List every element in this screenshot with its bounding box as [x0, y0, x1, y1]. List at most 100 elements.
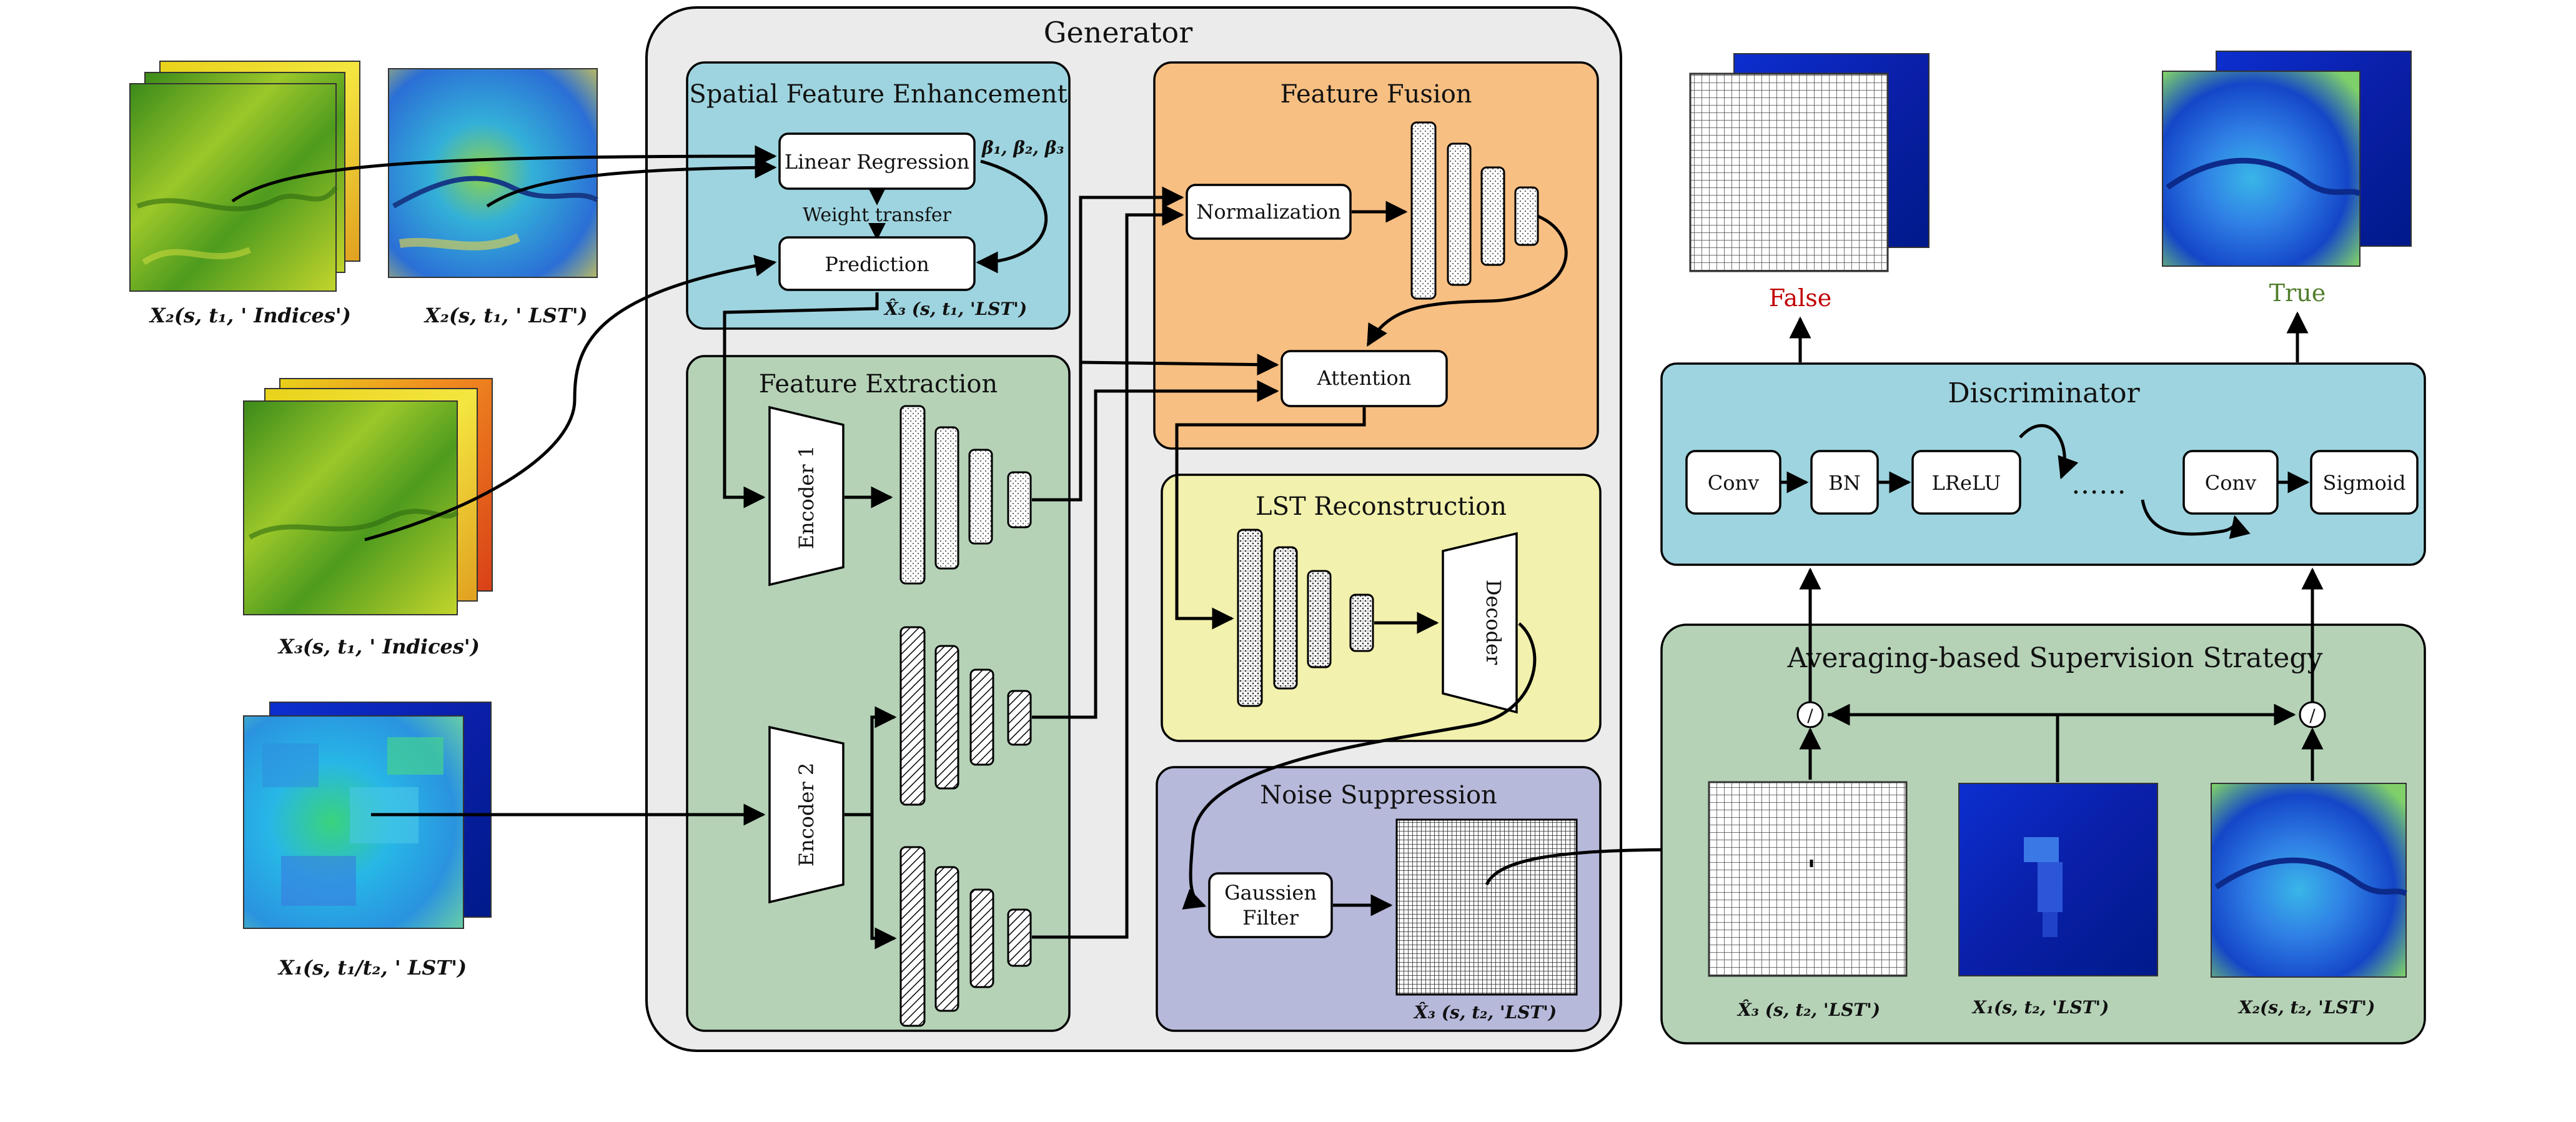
gaussian-filter-box: [1208, 872, 1333, 938]
disc-conv-2-label: Conv: [2205, 471, 2256, 495]
feature-extraction-panel: Feature Extraction Encoder 1 Encoder 2: [686, 355, 1071, 1032]
regression-to-prediction-arrow: [976, 159, 1048, 274]
encoder-1-to-attention-arrow: [1080, 354, 1279, 376]
noise-output-label: X̂₃ (s, t₂, 'LST'): [1413, 1002, 1557, 1023]
right-divide-operator: [2299, 701, 2326, 728]
reconstruction-block-4: [1349, 593, 1374, 652]
spatial-enhancement-panel: Spatial Feature Enhancement Linear Regre…: [686, 61, 1071, 330]
encoder-1-block-1: [899, 405, 926, 585]
encoder-2-shape: [768, 725, 845, 904]
input-x2-lst-label: X₂(s, t₁, ' LST'): [424, 304, 588, 327]
noise-suppression-panel: Noise Suppression Gaussien Filter X̂₃ (s…: [1156, 766, 1602, 1032]
ellipsis-to-conv-arrow: [2141, 499, 2251, 539]
encoder-2-to-lower-arrow: [870, 815, 897, 950]
encoder-2-lower-block-1: [899, 846, 926, 1027]
left-divide-operator: [1796, 701, 1824, 728]
lst-reconstruction-panel: LST Reconstruction Decoder: [1161, 474, 1602, 742]
decoder-label: Decoder: [1482, 580, 1505, 665]
generator-title: Generator: [1044, 16, 1192, 49]
fusion-feature-block-2: [1447, 142, 1472, 286]
lst-reconstruction-title: LST Reconstruction: [1256, 492, 1507, 521]
encoder-1-block-4: [1007, 471, 1032, 529]
x3-to-prediction-arrow: [364, 254, 777, 542]
encoder-2-label: Encoder 2: [795, 763, 818, 866]
fake-output-image: [1689, 53, 1930, 272]
encoder-2-upper-block-2: [934, 645, 959, 790]
left-divide-symbol: /: [1807, 705, 1813, 726]
input-x2-indices-image: [129, 61, 360, 292]
reconstruction-block-2: [1273, 546, 1298, 690]
true-label: True: [2269, 279, 2326, 307]
encoder-1-shape: [768, 405, 845, 587]
input-x1-lst-image: [243, 702, 492, 929]
attention-label: Attention: [1317, 366, 1412, 390]
encoder-2-lower-block-4: [1007, 908, 1032, 967]
disc-lrelu-label: LReLU: [1932, 471, 2001, 495]
prediction-label: Prediction: [825, 252, 929, 276]
lrelu-continuation-arrow: [2019, 424, 2079, 480]
fusion-feature-block-3: [1480, 166, 1505, 266]
disc-sigmoid-label: Sigmoid: [2323, 471, 2406, 495]
discriminator-title: Discriminator: [1948, 377, 2140, 409]
encoder-1-label: Encoder 1: [795, 445, 818, 549]
disc-conv-1-label: Conv: [1708, 471, 1759, 495]
gaussian-filter-label-2: Filter: [1242, 906, 1299, 930]
right-divide-symbol: /: [2309, 705, 2316, 726]
linear-regression-label: Linear Regression: [785, 150, 969, 174]
encoder-1-to-normalization-arrow: [1032, 186, 1184, 502]
input-x3-indices-image: [243, 378, 493, 615]
normalization-label: Normalization: [1196, 200, 1340, 224]
normalization-box: [1186, 184, 1352, 240]
feature-fusion-panel: Feature Fusion Normalization Attention: [1153, 61, 1599, 450]
disc-lrelu-box: [1911, 450, 2021, 515]
averaging-x2-river: [2214, 857, 2407, 896]
averaging-x1-patch-2: [2038, 862, 2063, 912]
fusion-feature-block-4: [1514, 186, 1539, 246]
averaging-fake-image: [1708, 781, 1908, 977]
reconstruction-block-1: [1237, 529, 1263, 707]
encoder-2-upper-block-3: [969, 668, 994, 766]
encoder-1-block-2: [934, 426, 959, 570]
stack-to-attention-arrow: [1366, 214, 1568, 347]
disc-ellipsis: ……: [2071, 469, 2126, 500]
averaging-x1-patch-3: [2043, 912, 2058, 937]
prediction-to-encoder-1-arrow: [723, 292, 879, 509]
false-label: False: [1769, 284, 1832, 312]
x2-indices-to-regression-arrow: [231, 145, 777, 203]
spatial-output-label: X̂₃ (s, t₁, 'LST'): [883, 299, 1027, 319]
averaging-x2-label: X₂(s, t₂, 'LST'): [2237, 997, 2375, 1018]
noise-suppression-title: Noise Suppression: [1260, 781, 1497, 810]
beta-coefficients: β₁, β₂, β₃: [981, 137, 1064, 158]
prediction-box: [778, 236, 976, 291]
averaging-fake-label: X̂₃ (s, t₂, 'LST'): [1736, 1000, 1880, 1020]
true-output-image: [2162, 51, 2412, 267]
averaging-title: Averaging-based Supervision Strategy: [1787, 642, 2323, 674]
noise-suppressed-output-image: [1395, 818, 1578, 996]
discriminator-panel: Discriminator Conv BN LReLU …… Conv Sigm…: [1660, 362, 2426, 566]
averaging-panel: Averaging-based Supervision Strategy / /…: [1660, 567, 2426, 1045]
input-x3-indices-label: X₃(s, t₁, ' Indices'): [277, 635, 480, 658]
encoder-2-lower-block-2: [934, 866, 959, 1012]
reconstruction-block-3: [1307, 570, 1332, 668]
encoder-2-upper-block-1: [899, 626, 926, 806]
weight-transfer-label: Weight transfer: [803, 204, 952, 226]
encoder-2-upper-to-attention-arrow: [1032, 380, 1279, 719]
decoder-to-filter-arrow: [1182, 622, 1537, 910]
averaging-x2-image: [2211, 783, 2407, 978]
averaging-x1-label: X₁(s, t₂, 'LST'): [1971, 997, 2109, 1018]
encoder-2-to-upper-arrow: [845, 706, 897, 817]
input-x2-lst-image: [388, 68, 598, 278]
disc-bn-label: BN: [1828, 471, 1861, 495]
input-x2-indices-label: X₂(s, t₁, ' Indices'): [149, 304, 351, 327]
decoder-shape: [1442, 532, 1518, 714]
input-x1-lst-label: X₁(s, t₁/t₂, ' LST'): [277, 956, 467, 980]
encoder-2-lower-to-normalization-arrow: [1032, 204, 1184, 939]
feature-fusion-title: Feature Fusion: [1280, 80, 1472, 109]
encoder-1-block-3: [968, 449, 993, 545]
encoder-2-upper-block-4: [1007, 690, 1032, 746]
disc-sigmoid-box: [2310, 450, 2419, 515]
spatial-enhancement-title: Spatial Feature Enhancement: [689, 80, 1067, 109]
encoder-2-lower-block-3: [969, 888, 994, 988]
averaging-x1-patch-1: [2024, 837, 2059, 862]
